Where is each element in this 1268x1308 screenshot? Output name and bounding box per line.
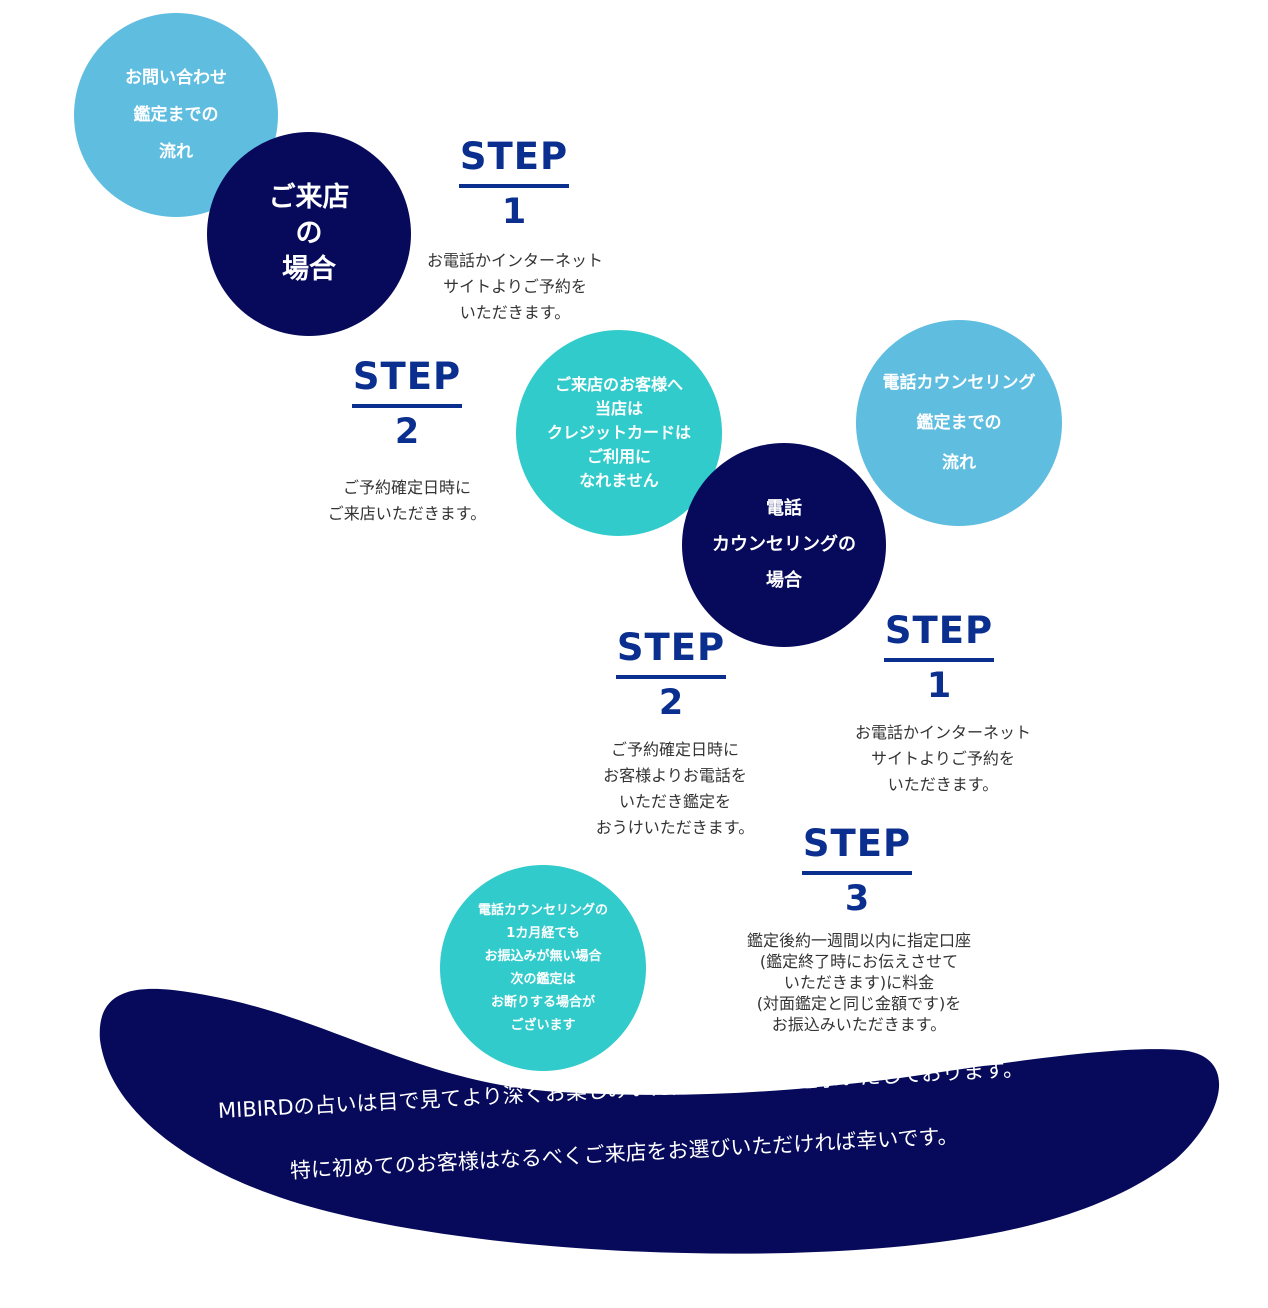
payment-notice-line: お振込みが無い場合 [484, 949, 602, 964]
step-label: STEP [352, 355, 462, 398]
payment-notice-line: ございます [510, 1018, 576, 1033]
card-notice-line: ご来店のお客様へ [554, 375, 683, 394]
desc-line: いただきます)に料金 [783, 973, 935, 992]
desc-line: ご来店いただきます。 [327, 504, 487, 523]
desc-line: いただきます。 [459, 303, 571, 322]
visit-case-line: の [295, 218, 323, 249]
desc-line: (鑑定終了時にお伝えさせて [759, 952, 959, 971]
phone-step1-heading: STEP 1 [880, 610, 998, 706]
desc-line: お客様よりお電話を [603, 766, 747, 785]
phone-flow-line: 電話カウンセリング [882, 373, 1036, 393]
phone-flow-circle: 電話カウンセリング 鑑定までの 流れ [856, 320, 1062, 526]
desc-line: サイトよりご予約を [443, 277, 587, 296]
desc-line: おうけいただきます。 [595, 818, 755, 837]
desc-line: ご予約確定日時に [342, 478, 471, 497]
step-label: STEP [616, 626, 726, 669]
visit-flow-line: 鑑定までの [133, 104, 219, 125]
phone-flow-line: 流れ [942, 453, 976, 473]
payment-notice-circle: 電話カウンセリングの 1カ月経ても お振込みが無い場合 次の鑑定は お断りする場… [440, 865, 646, 1071]
phone-step2-description: ご予約確定日時に お客様よりお電話を いただき鑑定を おうけいただきます。 [560, 737, 790, 841]
phone-flow-line: 鑑定までの [916, 413, 1002, 433]
desc-line: (対面鑑定と同じ金額です)を [756, 994, 962, 1013]
visit-flow-line: お問い合わせ [125, 67, 227, 88]
visit-case-line: ご来店 [268, 182, 350, 213]
desc-line: お電話かインターネット [854, 723, 1031, 742]
step-divider [616, 675, 726, 679]
step-divider [802, 871, 912, 875]
step-number: 3 [844, 879, 870, 919]
step-divider [352, 404, 462, 408]
visit-step1-heading: STEP 1 [455, 136, 573, 232]
step-number: 1 [926, 666, 952, 706]
card-notice-line: 当店は [594, 399, 643, 418]
payment-notice-line: 電話カウンセリングの [477, 903, 608, 918]
card-notice-line: ご利用に [586, 447, 651, 466]
visit-step2-heading: STEP 2 [348, 356, 466, 452]
visit-step1-description: お電話かインターネット サイトよりご予約を いただきます。 [400, 248, 630, 326]
phone-step1-description: お電話かインターネット サイトよりご予約を いただきます。 [828, 720, 1058, 798]
phone-step2-heading: STEP 2 [612, 627, 730, 723]
visit-case-circle: ご来店 の 場合 [207, 132, 411, 336]
phone-step3-heading: STEP 3 [798, 823, 916, 919]
payment-notice-line: お断りする場合が [490, 995, 595, 1010]
step-divider [459, 184, 569, 188]
phone-case-line: 場合 [766, 570, 802, 591]
step-number: 2 [394, 412, 420, 452]
desc-line: お振込みいただきます。 [771, 1015, 947, 1034]
payment-notice-line: 1カ月経ても [506, 926, 580, 941]
step-divider [884, 658, 994, 662]
card-notice-line: なれません [579, 471, 659, 490]
step-label: STEP [459, 135, 569, 178]
step-label: STEP [884, 609, 994, 652]
card-notice-circle: ご来店のお客様へ 当店は クレジットカードは ご利用に なれません [516, 330, 722, 536]
phone-case-line: カウンセリングの [712, 534, 856, 555]
desc-line: いただきます。 [887, 775, 999, 794]
phone-case-circle: 電話 カウンセリングの 場合 [682, 443, 886, 647]
step-number: 2 [658, 683, 684, 723]
step-label: STEP [802, 822, 912, 865]
visit-case-line: 場合 [282, 254, 336, 285]
desc-line: サイトよりご予約を [871, 749, 1015, 768]
desc-line: お電話かインターネット [426, 251, 603, 270]
desc-line: ご予約確定日時に [610, 740, 739, 759]
visit-step2-description: ご予約確定日時に ご来店いただきます。 [300, 475, 514, 527]
visit-flow-line: 流れ [159, 141, 193, 162]
phone-case-line: 電話 [766, 498, 802, 519]
payment-notice-line: 次の鑑定は [510, 972, 576, 987]
phone-step3-description: 鑑定後約一週間以内に指定口座 (鑑定終了時にお伝えさせて いただきます)に料金 … [716, 930, 1002, 1035]
desc-line: 鑑定後約一週間以内に指定口座 [746, 931, 971, 950]
desc-line: いただき鑑定を [618, 792, 731, 811]
card-notice-line: クレジットカードは [546, 423, 691, 442]
step-number: 1 [501, 192, 527, 232]
